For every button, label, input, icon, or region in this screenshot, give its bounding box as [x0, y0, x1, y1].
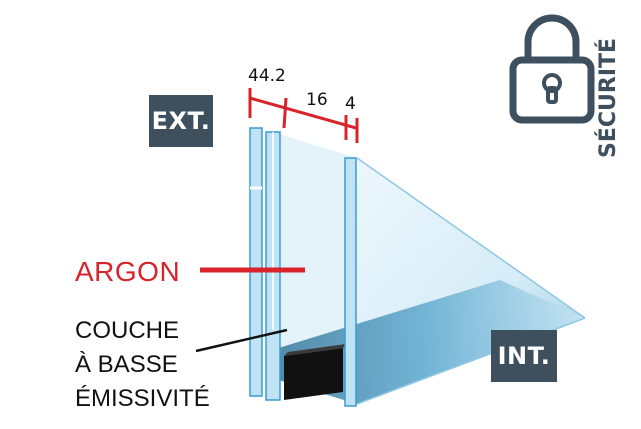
dimension-label-inner: 4 [345, 94, 356, 114]
glass-pane-inner [344, 157, 357, 407]
low-e-coating-label: COUCHE À BASSE ÉMISSIVITÉ [75, 314, 210, 416]
glass-top-edge [356, 157, 586, 319]
coating-label-line-1: COUCHE [75, 317, 180, 344]
dimension-label-gap: 16 [306, 90, 328, 110]
dimension-tick-2 [282, 97, 288, 129]
interior-badge: INT. [491, 330, 557, 382]
argon-label: ARGON [75, 256, 181, 287]
coating-leader-line [195, 328, 288, 353]
coating-label-line-2: À BASSE [75, 351, 178, 378]
padlock-icon [509, 14, 595, 124]
dimension-line [249, 96, 357, 130]
glass-pane-outer-1 [249, 127, 263, 397]
spacer-bar [284, 348, 343, 400]
dimension-label-laminated: 44.2 [248, 66, 286, 86]
exterior-badge: EXT. [149, 95, 213, 147]
coating-label-line-3: ÉMISSIVITÉ [75, 385, 210, 412]
security-label: SÉCURITÉ [596, 37, 621, 158]
spacer-bar-top [284, 344, 346, 356]
